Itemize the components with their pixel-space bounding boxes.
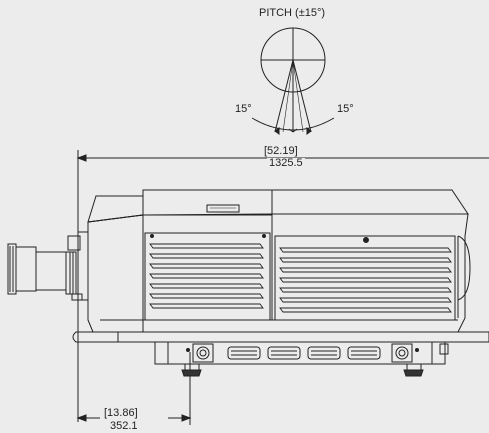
top-handle xyxy=(206,204,240,213)
overall-width-mm: 1325.5 xyxy=(267,157,305,169)
pitch-arc xyxy=(251,117,335,131)
lens-offset-mm: 352.1 xyxy=(108,420,140,432)
lens-assembly xyxy=(7,231,89,301)
lens-offset-dimension xyxy=(76,352,192,425)
pitch-axis-left xyxy=(274,59,294,133)
lens-offset-inches: [13.86] xyxy=(102,407,140,419)
base-rail xyxy=(72,331,489,343)
pitch-diagram xyxy=(251,27,335,135)
pitch-title: PITCH (±15°) xyxy=(259,7,326,19)
overall-width-inches: [52.19] xyxy=(262,145,300,157)
left-vent-panel xyxy=(144,232,271,321)
projector-body xyxy=(87,189,471,333)
right-vent-panel xyxy=(274,235,456,321)
base-underside xyxy=(154,341,449,377)
pitch-right-angle: 15° xyxy=(337,103,354,115)
pitch-axis-right xyxy=(292,59,312,133)
pitch-left-angle: 15° xyxy=(235,103,252,115)
right-louvers xyxy=(279,247,452,313)
overall-width-dimension xyxy=(76,150,489,422)
left-louvers xyxy=(149,243,264,309)
